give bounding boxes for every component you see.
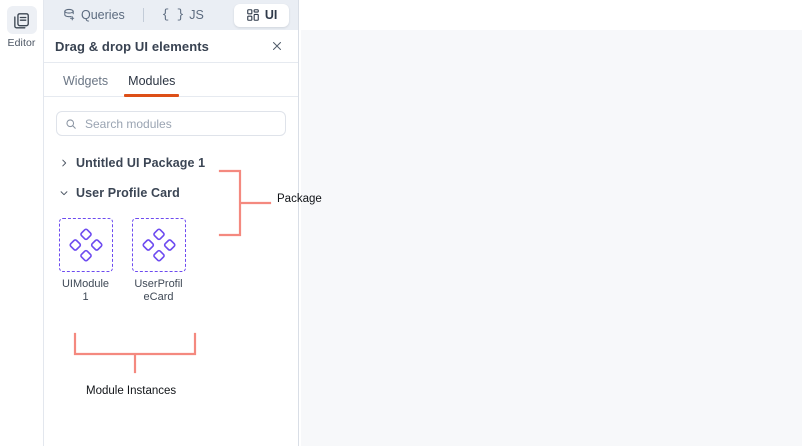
module-instance-name: UIModule1 [61,278,110,303]
tab-ui-label: UI [264,8,278,22]
module-diamonds-icon [141,228,176,262]
module-thumbnail[interactable] [58,218,113,272]
tab-ui[interactable]: UI [233,3,290,27]
panel-subtabs: Widgets Modules [44,63,298,97]
chevron-right-icon[interactable] [58,158,69,169]
subtab-modules[interactable]: Modules [119,74,184,97]
module-instance-name: UserProfileCard [134,278,183,303]
module-instance-uimodule1[interactable]: UIModule1 [58,218,113,304]
module-diamonds-icon [68,228,103,262]
search-input[interactable] [83,115,277,132]
editor-tabstrip: Queries { } JS UI [44,0,298,30]
tree-label: User Profile Card [76,186,180,200]
chevron-down-icon[interactable] [58,188,69,199]
tree-row-untitled-ui-package-1[interactable]: Untitled UI Package 1 [56,148,286,178]
database-query-icon [62,8,76,22]
rail-item-label: Editor [7,37,36,49]
panel-body: Untitled UI Package 1 User Profile Card [44,97,298,446]
search-icon [65,118,77,130]
tab-js[interactable]: { } JS [150,4,216,27]
tree-row-user-profile-card[interactable]: User Profile Card [56,178,286,208]
editor-pages-icon [6,6,37,34]
tab-divider [142,8,144,22]
module-instance-userprofilecard[interactable]: UserProfileCard [131,218,186,304]
subtab-modules-label: Modules [128,74,176,88]
ui-grid-icon [246,8,260,22]
search-modules-box[interactable] [56,111,286,136]
close-icon[interactable] [268,37,286,55]
app-canvas[interactable] [301,30,802,446]
left-rail: Editor [0,0,44,446]
tab-queries-label: Queries [81,8,125,22]
panel-header: Drag & drop UI elements [44,30,298,63]
tab-queries[interactable]: Queries [50,4,137,27]
module-thumbnail[interactable] [131,218,186,272]
tree-label: Untitled UI Package 1 [76,156,206,170]
module-tree: Untitled UI Package 1 User Profile Card [56,148,286,304]
subtab-widgets[interactable]: Widgets [54,74,117,96]
ui-panel: Queries { } JS UI [44,0,299,446]
subtab-widgets-label: Widgets [63,74,109,88]
panel-title: Drag & drop UI elements [55,38,209,54]
module-instance-grid: UIModule1 [56,218,286,304]
curly-braces-icon: { } [161,8,185,22]
canvas-column [299,0,802,446]
rail-item-editor[interactable]: Editor [2,6,42,49]
tab-js-label: JS [189,8,204,22]
